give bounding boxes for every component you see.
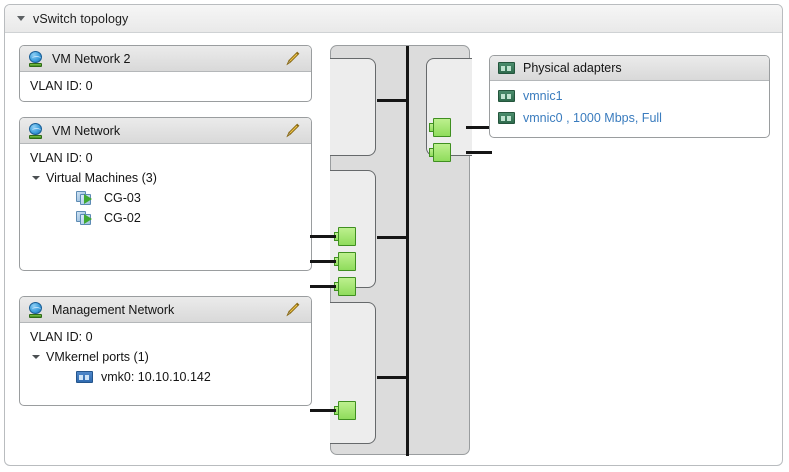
vmkernel-ports-group-row[interactable]: VMkernel ports (1): [20, 347, 311, 367]
vm-name: CG-03: [104, 191, 141, 205]
vswitch-spine: [406, 46, 409, 456]
port-group-header: VM Network: [20, 118, 311, 144]
physical-adapters-title: Physical adapters: [523, 61, 622, 75]
adapter-link[interactable]: vmnic1: [523, 89, 563, 103]
vswitch-topology-panel: vSwitch topology VM Network 2: [4, 4, 783, 466]
port-connector: [334, 227, 356, 246]
list-item[interactable]: vmk0: 10.10.10.142: [20, 367, 311, 387]
vlan-label: VLAN ID: 0: [30, 79, 93, 93]
page-title: vSwitch topology: [33, 11, 129, 26]
vlan-label: VLAN ID: 0: [30, 151, 93, 165]
vswitch-branch: [377, 236, 407, 239]
physical-adapters-box[interactable]: Physical adapters vmnic1 vmnic0 , 1000 M…: [489, 55, 770, 138]
port-connector: [334, 277, 356, 296]
virtual-machines-group-row[interactable]: Virtual Machines (3): [20, 168, 311, 188]
topology-canvas: VM Network 2 VLAN ID: 0: [5, 33, 782, 465]
list-item[interactable]: vmnic0 , 1000 Mbps, Full: [490, 107, 769, 129]
vlan-row: VLAN ID: 0: [20, 327, 311, 347]
port-group-header: VM Network 2: [20, 46, 311, 72]
vswitch-bay-management-network: [330, 302, 376, 444]
port-group-vm-network-2[interactable]: VM Network 2 VLAN ID: 0: [19, 45, 312, 102]
physical-adapter-icon: [498, 112, 515, 124]
connector-line: [310, 285, 336, 288]
network-globe-icon: [28, 122, 44, 139]
port-group-management-network[interactable]: Management Network VLAN ID: 0 VMkernel p…: [19, 296, 312, 406]
port-group-vm-network[interactable]: VM Network VLAN ID: 0 Virtual Machines (…: [19, 117, 312, 271]
port-group-name: Management Network: [52, 302, 175, 317]
virtual-machine-icon: [76, 190, 94, 206]
vmkernel-label: vmk0: 10.10.10.142: [101, 370, 211, 384]
vmkernel-port-icon: [76, 371, 93, 383]
port-group-name: VM Network 2: [52, 51, 131, 66]
uplink-port-connector: [429, 143, 451, 162]
list-item[interactable]: vmnic1: [490, 85, 769, 107]
port-connector: [334, 401, 356, 420]
port-group-header: Management Network: [20, 297, 311, 323]
vlan-row: VLAN ID: 0: [20, 148, 311, 168]
connector-line: [466, 126, 492, 129]
port-group-name: VM Network: [52, 123, 121, 138]
group-label: Virtual Machines (3): [46, 171, 157, 185]
network-globe-icon: [28, 301, 44, 318]
connector-line: [310, 235, 336, 238]
pencil-icon[interactable]: [284, 50, 301, 67]
connector-line: [310, 260, 336, 263]
physical-adapter-icon: [498, 62, 515, 74]
connector-line: [310, 409, 336, 412]
list-item[interactable]: CG-03: [20, 188, 311, 208]
uplink-port-connector: [429, 118, 451, 137]
port-group-body: VLAN ID: 0 Virtual Machines (3) CG-03: [20, 144, 311, 234]
vswitch-branch: [377, 99, 407, 102]
port-connector: [334, 252, 356, 271]
physical-adapter-icon: [498, 90, 515, 102]
virtual-machine-icon: [76, 210, 94, 226]
physical-adapters-body: vmnic1 vmnic0 , 1000 Mbps, Full: [490, 81, 769, 137]
connector-line: [466, 151, 492, 154]
vlan-label: VLAN ID: 0: [30, 330, 93, 344]
pencil-icon[interactable]: [284, 122, 301, 139]
group-label: VMkernel ports (1): [46, 350, 149, 364]
physical-adapters-header: Physical adapters: [490, 56, 769, 81]
vm-name: CG-02: [104, 211, 141, 225]
vswitch-branch: [377, 376, 407, 379]
pencil-icon[interactable]: [284, 301, 301, 318]
vswitch-body: [330, 45, 472, 456]
port-group-body: VLAN ID: 0 VMkernel ports (1) vmk0: 10.1…: [20, 323, 311, 393]
chevron-down-icon[interactable]: [32, 176, 40, 180]
vswitch-bay-vm-network-2: [330, 58, 376, 156]
vswitch-bay-uplinks: [426, 58, 472, 156]
chevron-down-icon[interactable]: [17, 16, 25, 21]
chevron-down-icon[interactable]: [32, 355, 40, 359]
list-item[interactable]: CG-02: [20, 208, 311, 228]
adapter-link[interactable]: vmnic0 , 1000 Mbps, Full: [523, 111, 662, 125]
network-globe-icon: [28, 50, 44, 67]
port-group-body: VLAN ID: 0: [20, 72, 311, 101]
panel-header[interactable]: vSwitch topology: [5, 5, 782, 33]
vlan-row: VLAN ID: 0: [20, 76, 311, 96]
